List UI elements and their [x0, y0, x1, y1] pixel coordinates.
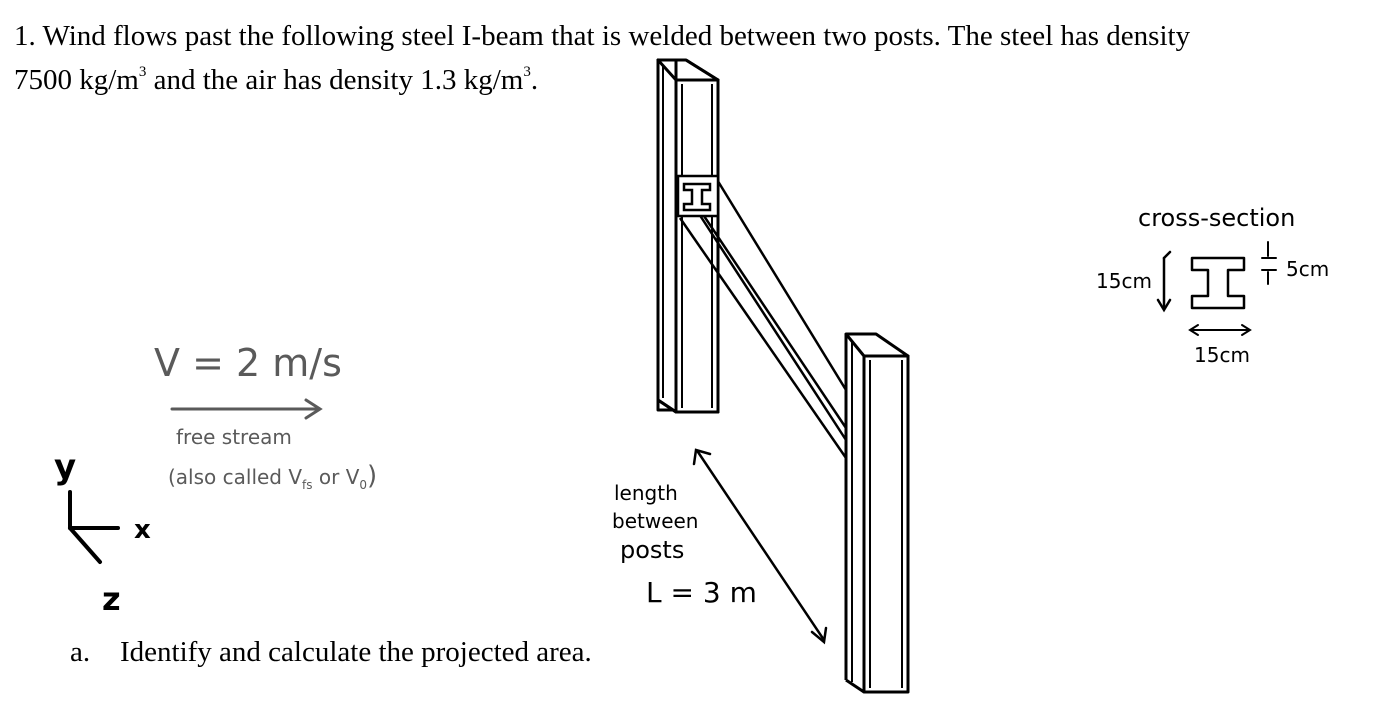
z-axis-label: z	[102, 580, 121, 618]
height-label: 15cm	[1096, 269, 1152, 293]
length-value: L = 3 m	[646, 576, 757, 609]
problem-number: 1.	[14, 20, 36, 52]
part-a-marker: a.	[70, 636, 91, 668]
coordinate-axes: y x z	[54, 447, 151, 618]
z-axis	[68, 526, 102, 564]
thickness-dimension	[1261, 241, 1277, 285]
x-axis-label: x	[134, 515, 151, 545]
part-a: a. Identify and calculate the projected a…	[70, 636, 592, 669]
length-label: length between posts L = 3 m	[612, 481, 757, 609]
y-axis-label: y	[54, 447, 76, 487]
thickness-label: 5cm	[1286, 257, 1329, 281]
height-dimension	[1156, 250, 1172, 313]
left-post	[656, 58, 720, 414]
problem-line-1: Wind flows past the following steel I-be…	[42, 20, 1191, 52]
air-density: and the air has density 1.3 kg/m	[146, 64, 524, 96]
velocity-annotation: V = 2 m/s free stream (also called Vfs o…	[154, 341, 377, 492]
steel-density-exponent: 3	[138, 64, 147, 80]
sentence-end: .	[530, 64, 539, 96]
cross-section-title: cross-section	[1138, 204, 1295, 232]
problem-statement: 1. Wind flows past the following steel I…	[14, 14, 1374, 102]
width-label: 15cm	[1194, 343, 1250, 367]
length-label-line2: between	[612, 509, 698, 533]
cross-section: cross-section 15cm 5cm 15cm	[1096, 204, 1329, 367]
width-dimension	[1188, 324, 1252, 336]
velocity-label: V = 2 m/s	[154, 341, 342, 385]
i-beam	[676, 174, 848, 459]
i-beam-section-shape	[1190, 256, 1246, 310]
also-called-label: (also called Vfs or V0)	[168, 461, 377, 492]
air-density-exponent: 3	[523, 64, 531, 80]
free-stream-label: free stream	[176, 425, 292, 449]
part-a-text: Identify and calculate the projected are…	[120, 636, 592, 668]
length-arrow	[692, 448, 828, 645]
right-post	[844, 332, 910, 694]
length-label-line1: length	[614, 481, 678, 505]
steel-density: 7500 kg/m	[14, 64, 139, 96]
velocity-arrow	[170, 398, 323, 420]
length-label-line3: posts	[620, 536, 684, 564]
